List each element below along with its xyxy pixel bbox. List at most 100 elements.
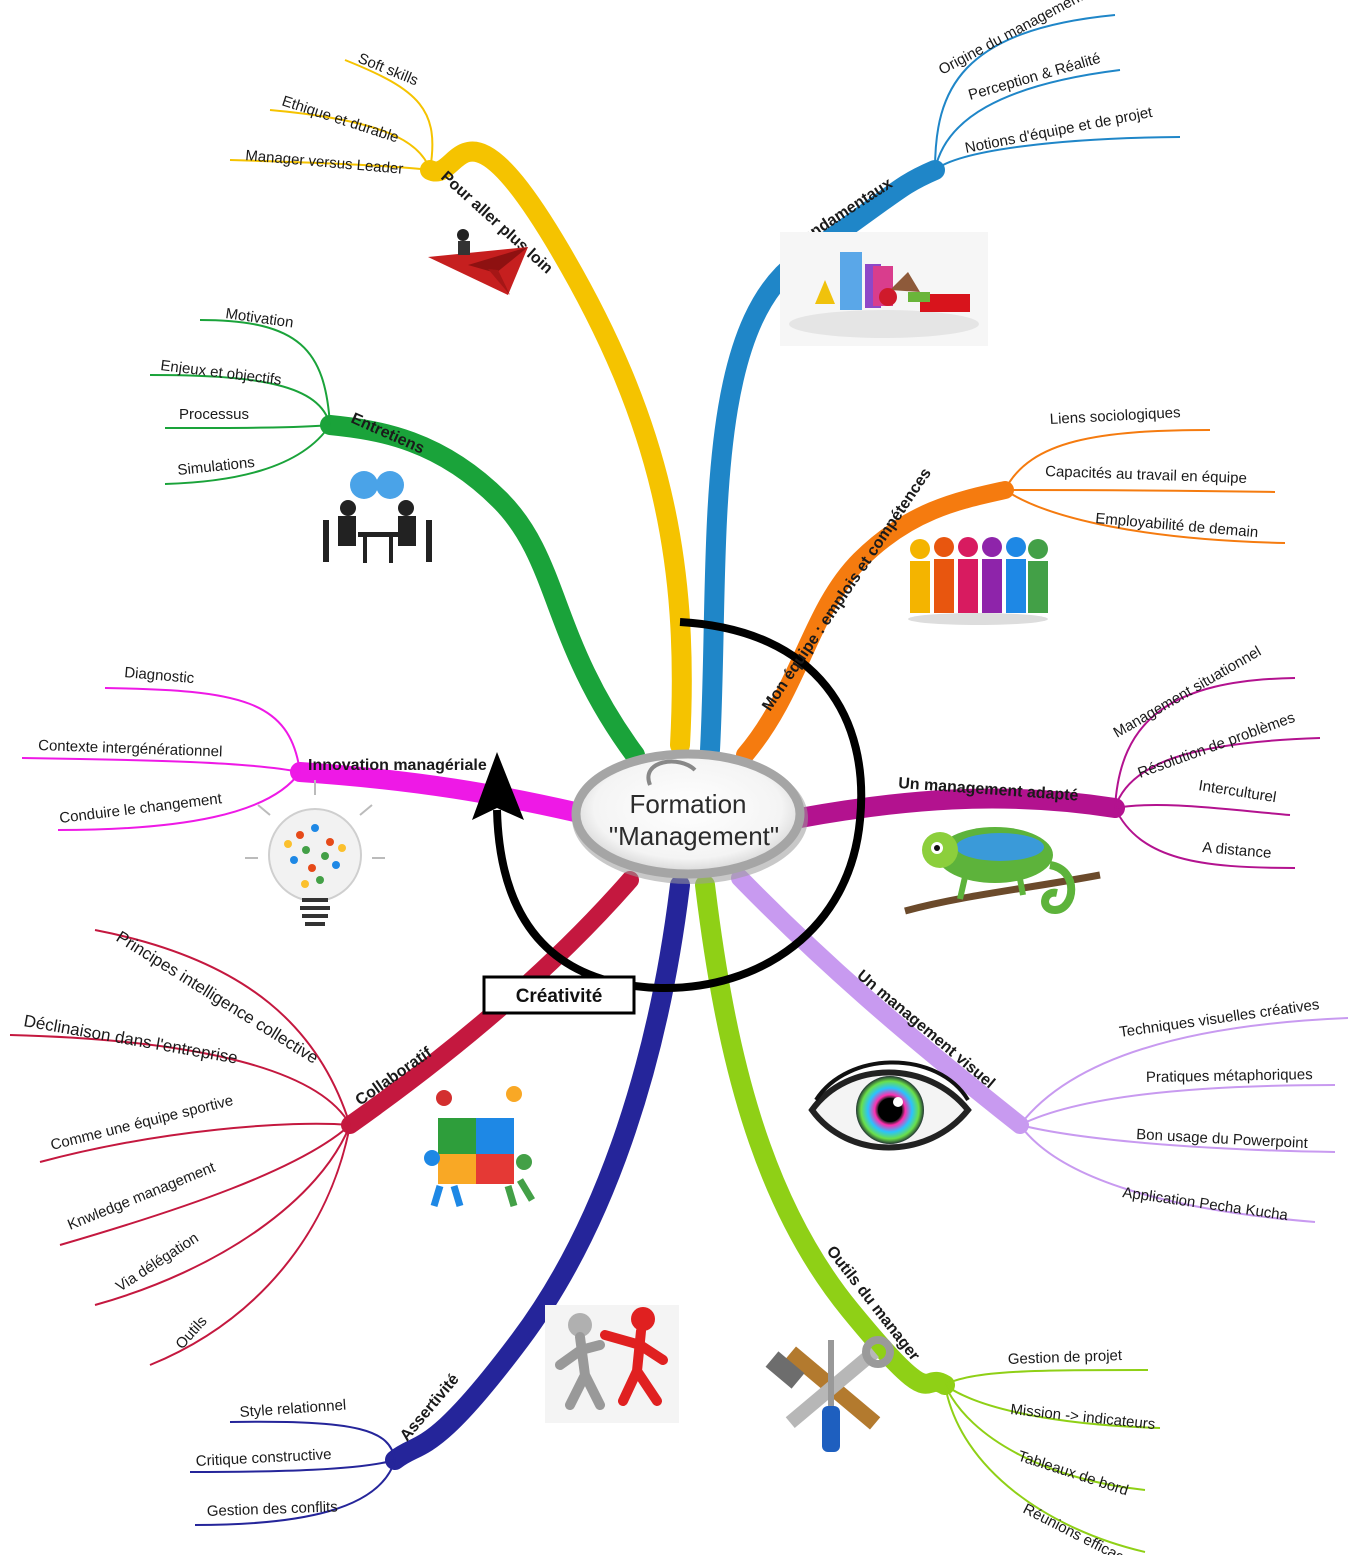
branch-assertivite-stem <box>385 875 690 1470</box>
leaf-line <box>189 1459 396 1473</box>
leaf-capacites[interactable]: Capacités au travail en équipe <box>1045 463 1247 487</box>
leaf-lines <box>9 14 1349 1553</box>
leaf-conduire[interactable]: Conduire le changement <box>58 790 223 827</box>
leaf-line <box>1019 1084 1336 1126</box>
branch-label-innovation[interactable]: Innovation managériale <box>308 757 487 774</box>
leaf-line <box>21 757 301 773</box>
leaf-line <box>1004 489 1276 493</box>
leaf-conflits[interactable]: Gestion des conflits <box>207 1498 338 1520</box>
cycle-arrow-head <box>472 752 524 820</box>
leaf-motivation[interactable]: Motivation <box>224 305 294 331</box>
center-node-bubble <box>571 749 805 879</box>
leaf-line <box>1114 807 1296 869</box>
leaf-line <box>934 69 1121 171</box>
branch-entretiens-stem <box>320 415 645 765</box>
leaf-line <box>229 1420 396 1461</box>
paper-plane-icon <box>428 229 528 295</box>
leaf-diagnostic[interactable]: Diagnostic <box>124 664 196 687</box>
leaf-outils[interactable]: Outils <box>172 1313 210 1353</box>
leaf-line <box>149 1124 351 1366</box>
leaf-processus[interactable]: Processus <box>179 406 249 423</box>
leaf-pecha-kucha[interactable]: Application Pecha Kucha <box>1121 1184 1289 1224</box>
leaf-line <box>1114 804 1291 816</box>
leaf-line <box>934 14 1116 171</box>
leaf-tableaux[interactable]: Tableaux de bord <box>1016 1448 1131 1500</box>
branch-outils-manager-stem <box>695 875 955 1395</box>
leaf-line <box>944 1384 1146 1491</box>
leaf-line <box>934 136 1181 171</box>
shapes-figures-icon <box>780 232 988 346</box>
branch-mon-equipe-stem <box>736 481 1014 764</box>
branch-management-adapte-stem <box>790 788 1125 828</box>
leaf-line <box>344 59 434 171</box>
leaf-critique[interactable]: Critique constructive <box>195 1446 332 1470</box>
creativity-label: Créativité <box>516 986 603 1007</box>
leaf-line <box>269 109 431 171</box>
leaf-line <box>229 159 431 171</box>
leaf-line <box>944 1369 1149 1386</box>
leaf-line <box>199 319 331 426</box>
creativity-cycle: Créativité <box>472 618 866 1015</box>
leaf-delegation[interactable]: Via délégation <box>113 1229 202 1295</box>
leaf-line <box>164 424 331 429</box>
tools-icon <box>765 1336 894 1452</box>
leaf-line <box>149 374 331 426</box>
leaf-line <box>1019 1017 1349 1126</box>
leaf-perception[interactable]: Perception & Réalité <box>966 50 1102 104</box>
main-branches <box>290 141 1125 1470</box>
leaf-line <box>94 929 351 1126</box>
leaf-style[interactable]: Style relationnel <box>239 1397 347 1421</box>
leaf-line <box>944 1384 1146 1553</box>
chameleon-icon <box>904 827 1101 915</box>
branch-pour-aller-plus-loin-stem <box>420 141 692 755</box>
cycle-arrow-ring <box>493 618 866 993</box>
leaf-enjeux[interactable]: Enjeux et objectifs <box>160 357 283 389</box>
puzzle-team-icon <box>424 1086 536 1208</box>
branch-innovation-stem <box>290 762 585 822</box>
leaf-line <box>94 1124 351 1306</box>
leaf-contexte[interactable]: Contexte intergénérationnel <box>38 737 223 760</box>
eye-icon <box>808 1060 972 1151</box>
leaf-line <box>164 424 331 485</box>
leaf-line <box>9 1034 351 1126</box>
leaf-a-distance[interactable]: A distance <box>1202 839 1272 862</box>
interview-icon <box>323 471 432 563</box>
leaf-ethique[interactable]: Ethique et durable <box>280 93 401 147</box>
team-people-icon <box>908 537 1048 625</box>
lightbulb-icon <box>245 780 385 926</box>
leaf-techniques[interactable]: Techniques visuelles créatives <box>1118 996 1320 1041</box>
leaf-line <box>1019 1124 1336 1153</box>
leaf-notions[interactable]: Notions d'équipe et de projet <box>964 104 1155 157</box>
center-node[interactable]: Formation "Management" <box>571 749 808 884</box>
leaf-line <box>1114 737 1321 809</box>
leaf-line <box>104 687 301 773</box>
leaf-interculturel[interactable]: Interculturel <box>1197 777 1277 806</box>
leaf-manager-leader[interactable]: Manager versus Leader <box>245 147 404 178</box>
leaf-gestion-projet[interactable]: Gestion de projet <box>1008 1347 1124 1368</box>
leaf-line <box>39 1122 351 1163</box>
center-title-line2: "Management" <box>609 821 779 851</box>
center-title-line1: Formation <box>629 789 746 819</box>
leaf-knwledge[interactable]: Knwledge management <box>65 1159 218 1234</box>
leaf-line <box>944 1384 1161 1429</box>
leaf-soft-skills[interactable]: Soft skills <box>356 50 421 89</box>
leaf-mission[interactable]: Mission -> indicateurs <box>1010 1401 1156 1433</box>
leaf-pratiques[interactable]: Pratiques métaphoriques <box>1146 1066 1313 1086</box>
conflict-figures-icon <box>545 1305 679 1423</box>
leaf-line <box>1114 677 1296 809</box>
leaf-declinaison[interactable]: Déclinaison dans l'entreprise <box>22 1011 239 1067</box>
leaf-equipe-sportive[interactable]: Comme une équipe sportive <box>49 1092 235 1154</box>
leaf-line <box>1004 429 1211 491</box>
leaf-line <box>59 1124 351 1246</box>
leaf-line <box>1019 1124 1316 1223</box>
leaf-resolution[interactable]: Résolution de problèmes <box>1136 709 1298 782</box>
branch-management-visuel-stem <box>731 869 1029 1134</box>
branch-label-mon-equipe[interactable]: Mon équipe : emplois et compétences <box>759 465 935 714</box>
branch-fondamentaux-stem <box>700 160 945 760</box>
center-node-swirl <box>646 759 697 786</box>
leaf-line <box>194 1459 396 1526</box>
leaf-liens[interactable]: Liens sociologiques <box>1049 404 1181 428</box>
creativity-label-box <box>482 975 636 1015</box>
leaf-line <box>1004 489 1286 544</box>
